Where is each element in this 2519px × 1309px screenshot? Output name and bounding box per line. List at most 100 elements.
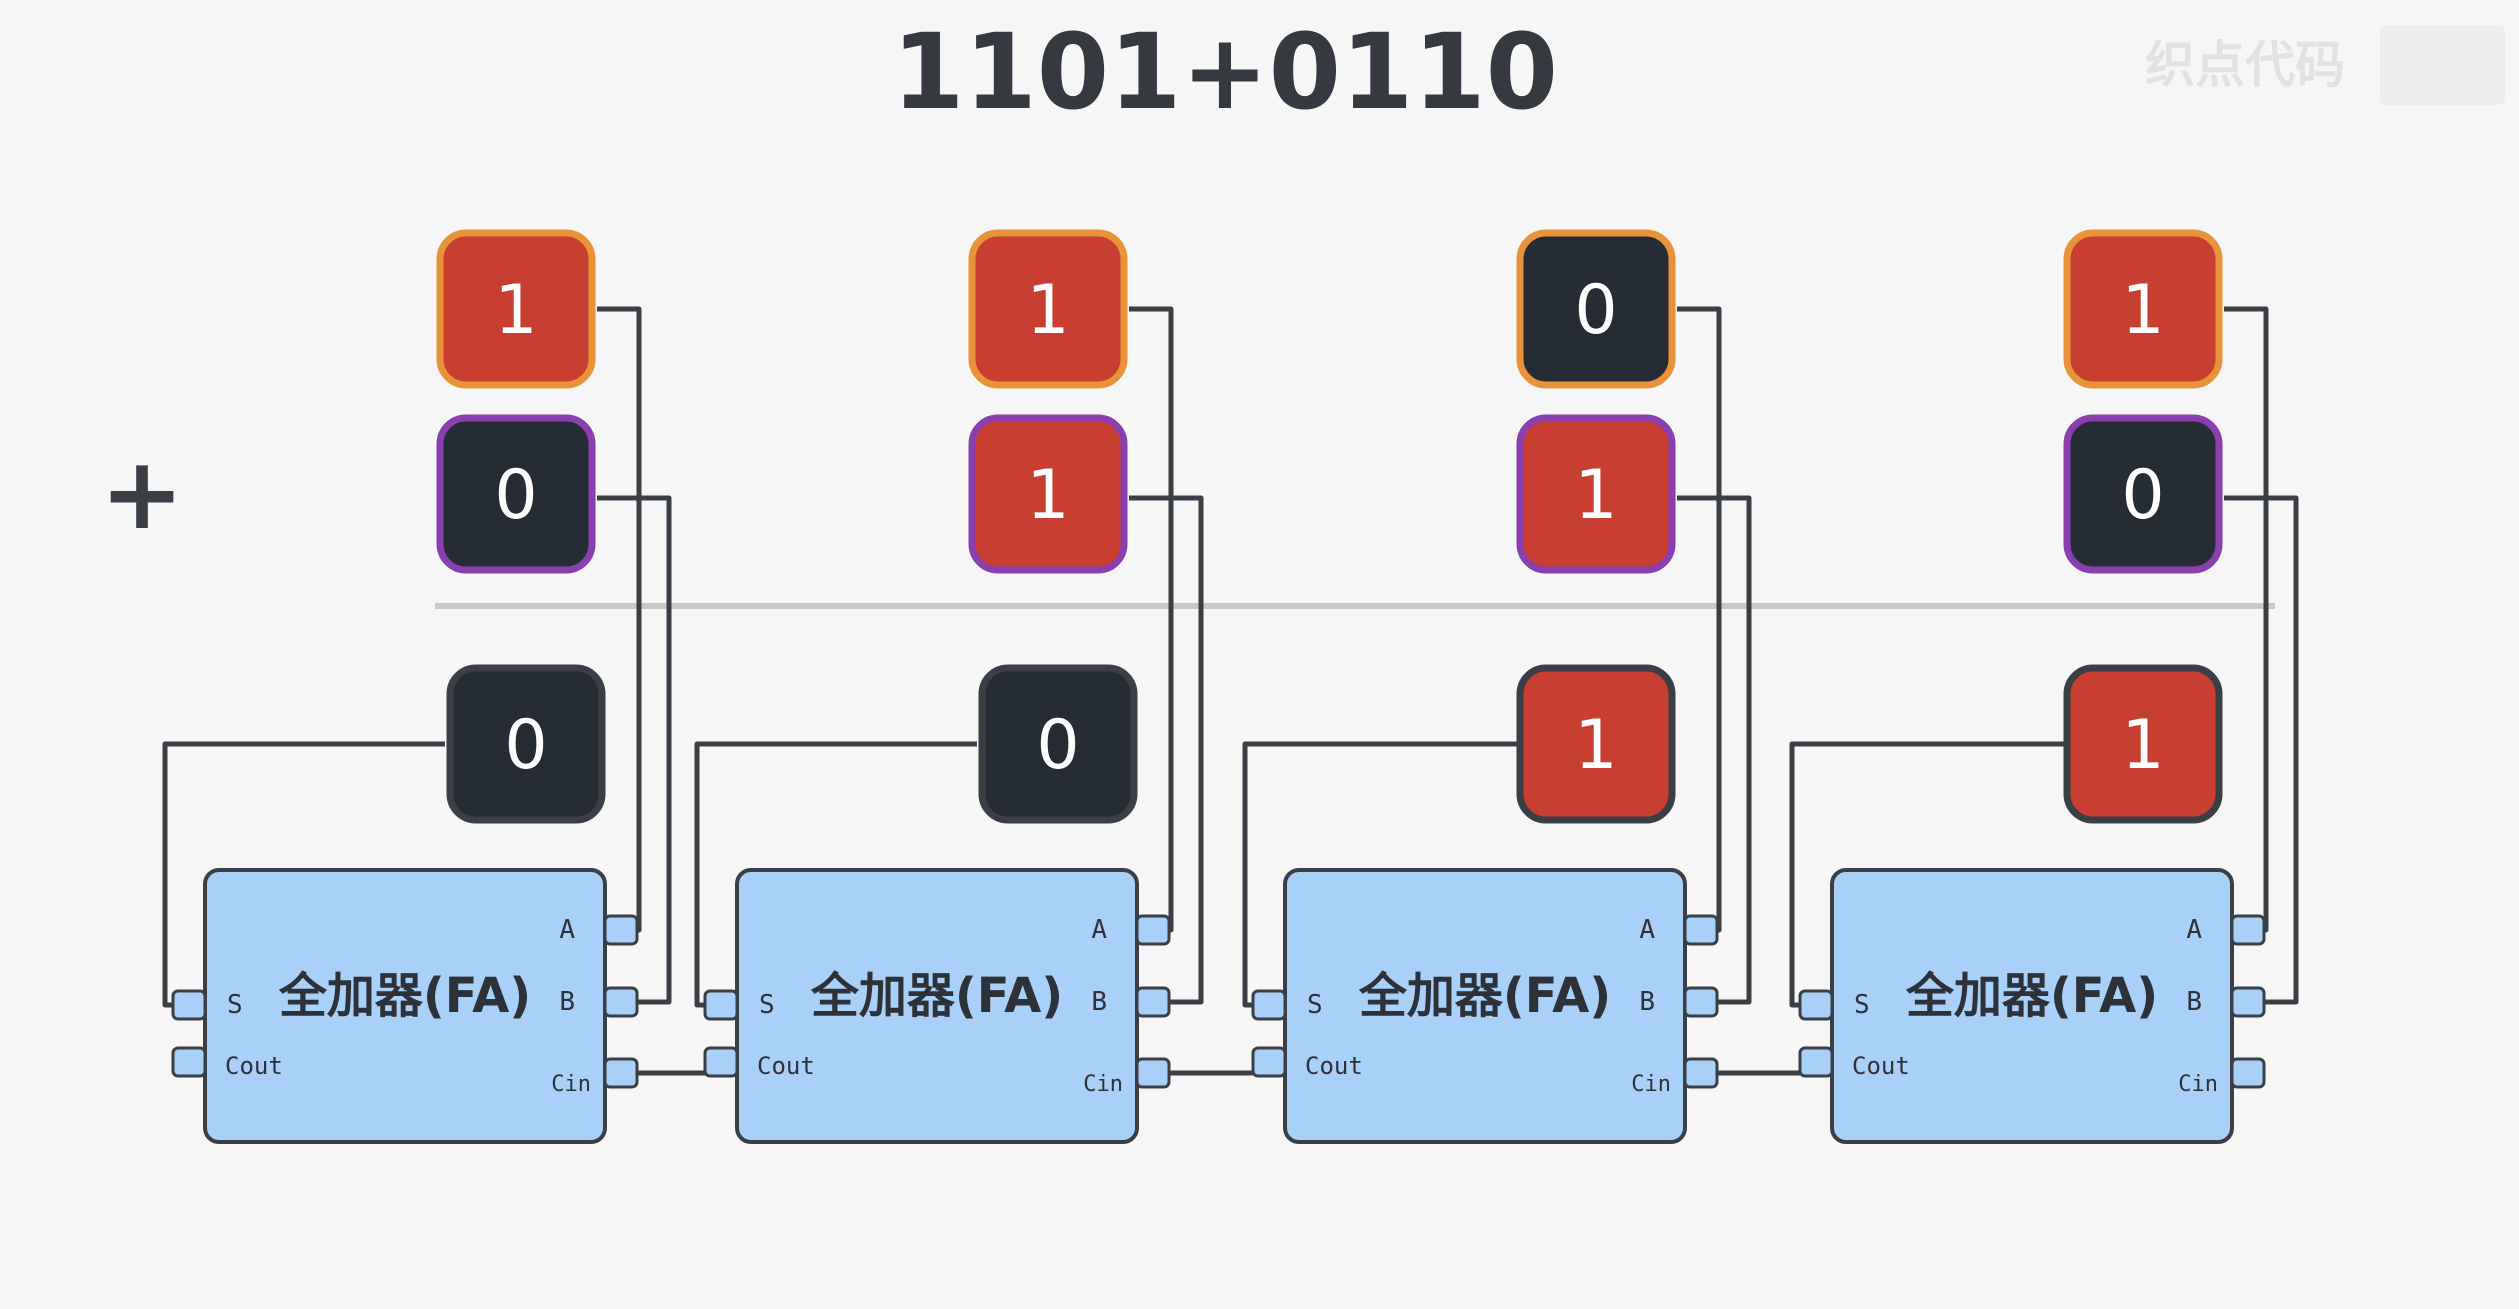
- port-cin-0: [603, 1057, 639, 1089]
- operand-a-bit-0-box: [436, 229, 596, 389]
- operand-a-bit-3-box: [2063, 229, 2223, 389]
- carry-bit-0: 0: [446, 664, 606, 824]
- wire-a-1: [1129, 306, 1174, 933]
- port-b-label-3: B: [2186, 987, 2202, 1017]
- carry-bit-1-value: 0: [1036, 706, 1079, 785]
- port-s-label-3: S: [1854, 990, 1870, 1020]
- port-a-label-3: A: [2186, 915, 2202, 945]
- port-b-2: [1683, 986, 1719, 1018]
- wire-carry-1: [1167, 1062, 1258, 1076]
- operand-b-bit-3: 0: [2063, 414, 2223, 574]
- port-cout-3: [1798, 1046, 1834, 1078]
- port-s-label-0: S: [227, 990, 243, 1020]
- operand-b-bit-3-value: 0: [2121, 456, 2164, 535]
- port-a-0: [603, 914, 639, 946]
- wire-b-2: [1677, 495, 1752, 1005]
- port-cout-label-0: Cout: [225, 1052, 283, 1080]
- carry-bit-2-box: [1516, 664, 1676, 824]
- port-cout-2: [1251, 1046, 1287, 1078]
- port-cin-1: [1135, 1057, 1171, 1089]
- watermark-logo: [2380, 25, 2505, 105]
- operand-b-bit-2-value: 1: [1574, 456, 1617, 535]
- port-s-3: [1798, 989, 1834, 1021]
- full-adder-3: 全加器(FA) A B Cin S Cout: [1830, 868, 2234, 1144]
- port-b-label-2: B: [1639, 987, 1655, 1017]
- port-a-2: [1683, 914, 1719, 946]
- port-b-3: [2230, 986, 2266, 1018]
- wire-a-0: [597, 306, 642, 933]
- port-cout-label-1: Cout: [757, 1052, 815, 1080]
- operand-a-bit-1-box: [968, 229, 1128, 389]
- port-b-1: [1135, 986, 1171, 1018]
- wire-b-0: [597, 495, 672, 1005]
- port-s-0: [171, 989, 207, 1021]
- operand-a-bit-3: 1: [2063, 229, 2223, 389]
- carry-bit-3: 1: [2063, 664, 2223, 824]
- port-cin-label-2: Cin: [1631, 1072, 1671, 1097]
- operand-a-bit-2: 0: [1516, 229, 1676, 389]
- bit-boxes: 1 0 0 1 1 0 0 1 1 1 0 1: [436, 229, 2223, 824]
- wire-carry-2: [1715, 1062, 1805, 1076]
- carry-bit-1: 0: [978, 664, 1138, 824]
- port-cout-0: [171, 1046, 207, 1078]
- operand-a-bit-0-value: 1: [494, 271, 537, 350]
- page-title: 1101+0110: [892, 11, 1558, 133]
- full-adder-label-3: 全加器(FA): [1905, 968, 2158, 1024]
- port-cin-label-1: Cin: [1083, 1072, 1123, 1097]
- wire-carry-0: [635, 1062, 710, 1076]
- full-adder-1: 全加器(FA) A B Cin S Cout: [735, 868, 1139, 1144]
- operand-a-bit-1: 1: [968, 229, 1128, 389]
- wire-b-1: [1129, 495, 1204, 1005]
- full-adder-label-2: 全加器(FA): [1358, 968, 1611, 1024]
- port-b-label-1: B: [1091, 987, 1107, 1017]
- port-b-label-0: B: [559, 987, 575, 1017]
- plus-operator: +: [100, 435, 184, 552]
- operand-a-bit-2-value: 0: [1574, 271, 1617, 350]
- operand-b-bit-1-box: [968, 414, 1128, 574]
- full-adder-label-1: 全加器(FA): [810, 968, 1063, 1024]
- full-adder-2: 全加器(FA) A B Cin S Cout: [1283, 868, 1687, 1144]
- port-cin-label-0: Cin: [551, 1072, 591, 1097]
- port-s-label-1: S: [759, 990, 775, 1020]
- port-cin-3: [2230, 1057, 2266, 1089]
- port-cout-label-3: Cout: [1852, 1052, 1910, 1080]
- full-adders: 全加器(FA)ABCinSCout全加器(FA)ABCinSCout全加器(FA…: [171, 868, 2266, 1144]
- full-adder-0: 全加器(FA) A B Cin S Cout: [203, 868, 607, 1144]
- full-adder-label-0: 全加器(FA): [278, 968, 531, 1024]
- operand-b-bit-1-value: 1: [1026, 456, 1069, 535]
- operand-a-bit-1-value: 1: [1026, 271, 1069, 350]
- operand-b-bit-3-box: [2063, 414, 2223, 574]
- carry-bit-2-value: 1: [1574, 706, 1617, 785]
- wire-a-2: [1677, 306, 1722, 933]
- carry-bit-1-box: [978, 664, 1138, 824]
- operand-b-bit-0: 0: [436, 414, 596, 574]
- port-a-label-0: A: [559, 915, 575, 945]
- wire-a-3: [2224, 306, 2269, 933]
- wire-b-3: [2224, 495, 2299, 1005]
- port-s-1: [703, 989, 739, 1021]
- operand-a-bit-2-box: [1516, 229, 1676, 389]
- port-a-label-2: A: [1639, 915, 1655, 945]
- port-b-0: [603, 986, 639, 1018]
- port-s-label-2: S: [1307, 990, 1323, 1020]
- port-cout-label-2: Cout: [1305, 1052, 1363, 1080]
- operand-a-bit-3-value: 1: [2121, 271, 2164, 350]
- port-cin-label-3: Cin: [2178, 1072, 2218, 1097]
- operand-b-bit-1: 1: [968, 414, 1128, 574]
- port-s-2: [1251, 989, 1287, 1021]
- carry-bit-0-value: 0: [504, 706, 547, 785]
- carry-bit-3-box: [2063, 664, 2223, 824]
- operand-b-bit-0-box: [436, 414, 596, 574]
- watermark: 织点代码: [2145, 36, 2345, 94]
- port-cin-2: [1683, 1057, 1719, 1089]
- port-a-1: [1135, 914, 1171, 946]
- port-a-label-1: A: [1091, 915, 1107, 945]
- operand-a-bit-0: 1: [436, 229, 596, 389]
- carry-bit-3-value: 1: [2121, 706, 2164, 785]
- operand-b-bit-0-value: 0: [494, 456, 537, 535]
- operand-b-bit-2: 1: [1516, 414, 1676, 574]
- carry-bit-0-box: [446, 664, 606, 824]
- operand-b-bit-2-box: [1516, 414, 1676, 574]
- port-cout-1: [703, 1046, 739, 1078]
